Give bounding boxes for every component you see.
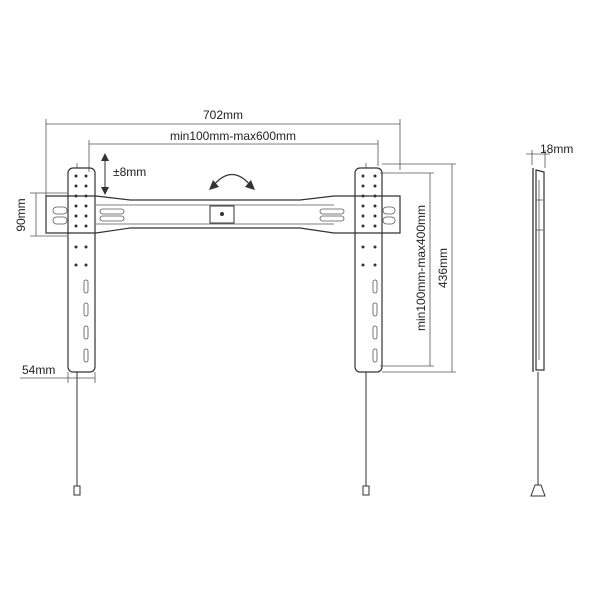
vesa-width-dimension: min100mm-max600mm xyxy=(88,129,379,172)
wall-distance-label: 18mm xyxy=(540,142,573,156)
rotation-arrow-icon xyxy=(209,173,255,190)
double-arrow-icon xyxy=(101,153,109,195)
horizontal-wall-plate xyxy=(45,195,401,234)
vertical-adjust-label: ±8mm xyxy=(113,165,146,179)
left-vertical-arm xyxy=(67,163,96,373)
arm-width-dimension: 54mm xyxy=(20,363,96,383)
side-view: 18mm xyxy=(526,142,573,497)
right-safety-cord xyxy=(362,372,370,496)
overall-width-dimension: 702mm xyxy=(45,108,401,232)
vesa-width-label: min100mm-max600mm xyxy=(170,129,296,143)
right-vertical-arm xyxy=(354,163,383,373)
arm-width-label: 54mm xyxy=(22,363,55,377)
arm-height-label: 436mm xyxy=(436,248,450,288)
bar-height-label: 90mm xyxy=(14,198,28,231)
arm-height-dimension: 436mm xyxy=(382,163,456,373)
vesa-height-label: min100mm-max400mm xyxy=(414,205,428,331)
vesa-height-dimension: min100mm-max400mm xyxy=(380,172,434,367)
bar-height-dimension: 90mm xyxy=(14,192,67,237)
left-safety-cord xyxy=(73,372,81,496)
overall-width-label: 702mm xyxy=(203,108,243,122)
